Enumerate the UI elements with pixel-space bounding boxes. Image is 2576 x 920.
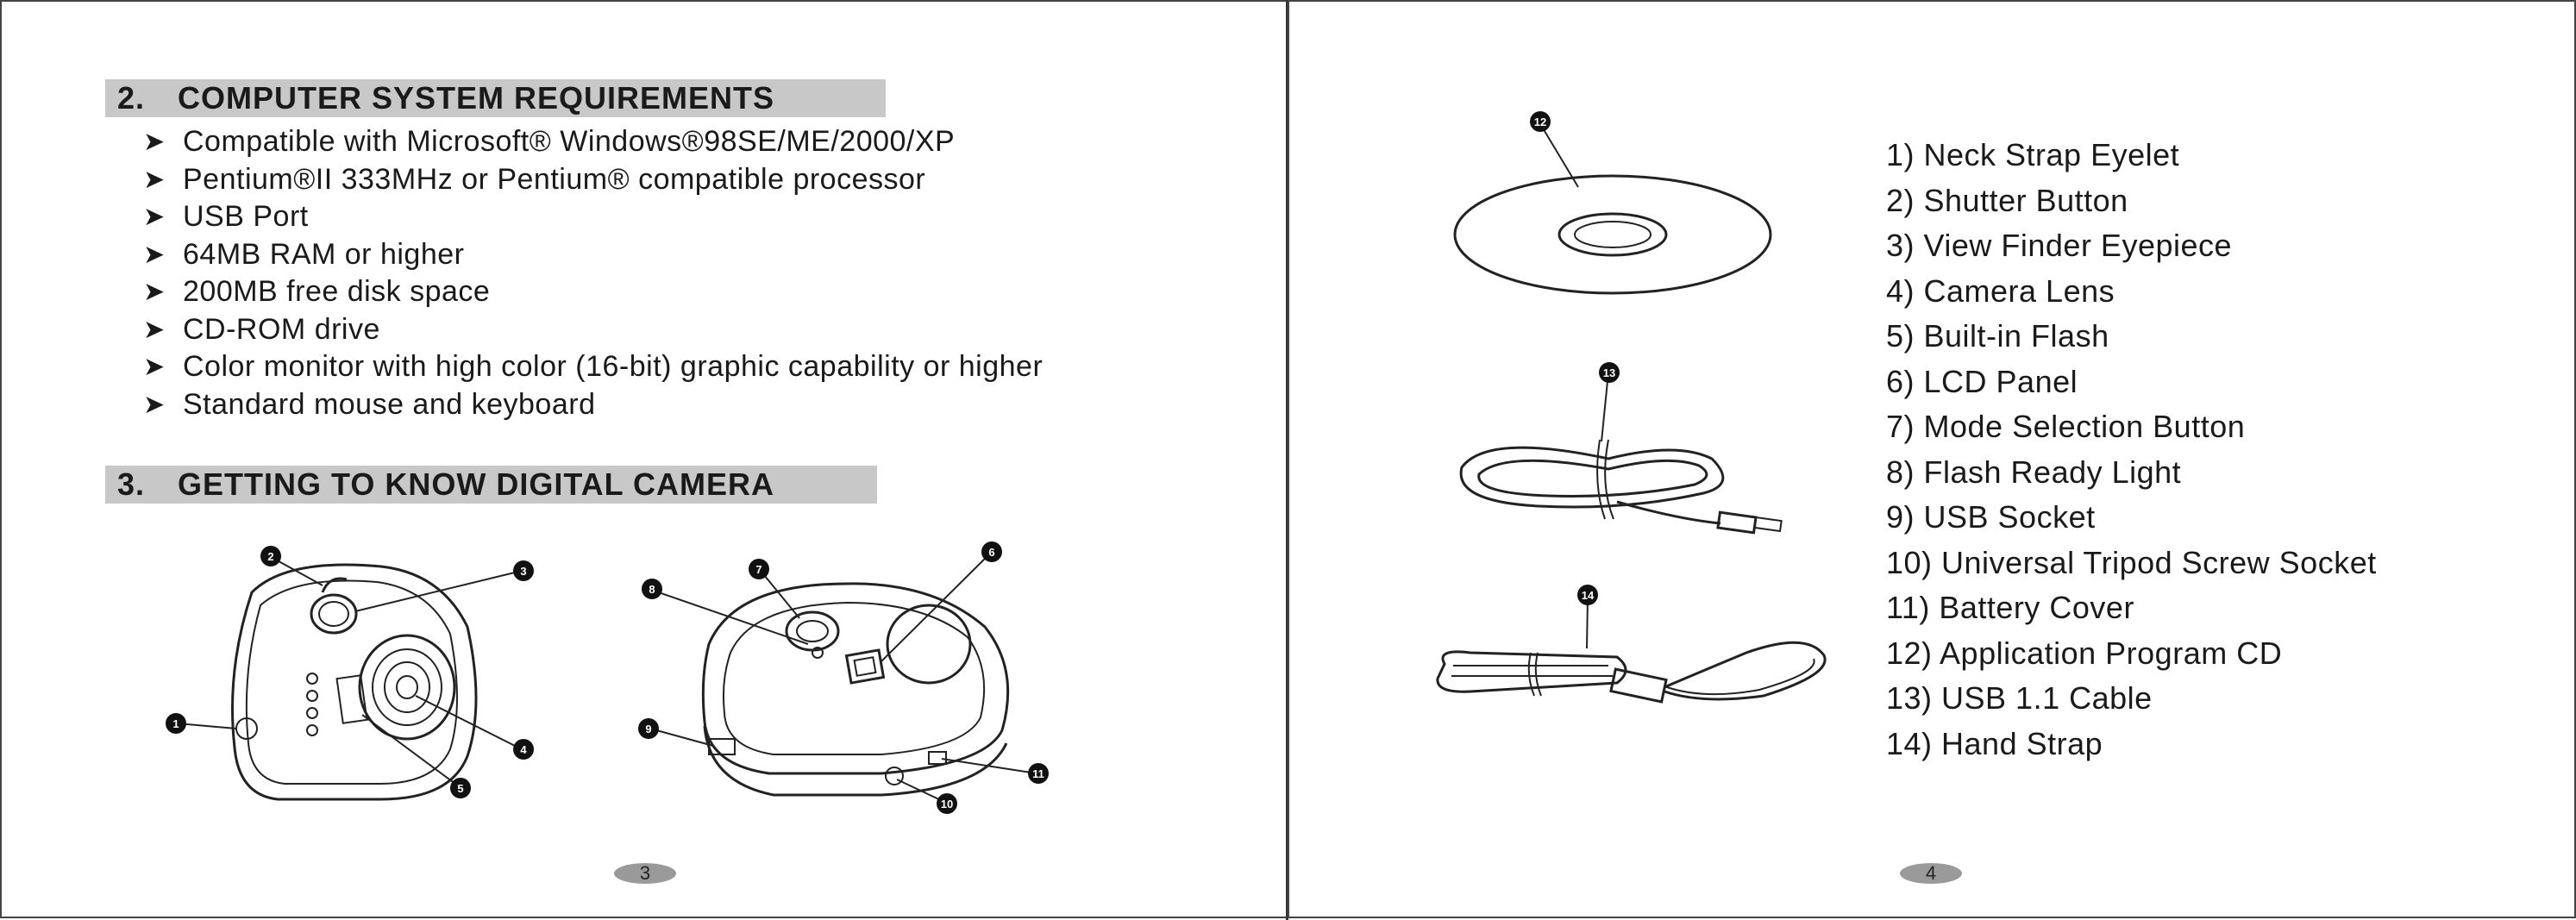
callout-marker-7: 7	[749, 559, 769, 579]
svg-text:13: 13	[1603, 366, 1615, 379]
list-item: ➤ Standard mouse and keyboard	[140, 386, 1043, 424]
page-gutter	[1286, 0, 1288, 920]
svg-text:10: 10	[941, 798, 953, 810]
list-item: 12) Application Program CD	[1886, 635, 2283, 671]
list-item: ➤ Color monitor with high color (16-bit) …	[140, 348, 1043, 386]
parts-list: 1) Neck Strap Eyelet 2) Shutter Button 3…	[1886, 133, 2377, 767]
list-item: ➤ 200MB free disk space	[140, 273, 1043, 311]
arrowhead-bullet-icon: ➤	[143, 315, 166, 344]
section-2-title: COMPUTER SYSTEM REQUIREMENTS	[178, 80, 775, 116]
section-3-header: 3. GETTING TO KNOW DIGITAL CAMERA	[105, 466, 877, 504]
callout-marker-5: 5	[450, 778, 471, 798]
arrowhead-bullet-icon: ➤	[143, 278, 166, 306]
svg-text:7: 7	[755, 563, 762, 576]
list-item-text: Compatible with Microsoft® Windows®98SE/…	[183, 125, 956, 158]
svg-text:5: 5	[457, 782, 463, 795]
page-number: 4	[1900, 863, 1962, 884]
svg-text:12: 12	[1534, 116, 1546, 128]
list-item: 8) Flash Ready Light	[1886, 454, 2182, 490]
svg-text:4: 4	[520, 743, 527, 756]
svg-text:14: 14	[1582, 589, 1595, 602]
list-item: 14) Hand Strap	[1886, 725, 2103, 761]
callout-marker-9: 9	[638, 718, 659, 739]
camera-back-illustration: 7 8 6 9 10 11	[638, 541, 1049, 814]
svg-text:9: 9	[645, 723, 651, 735]
list-item: 5) Built-in Flash	[1886, 318, 2109, 354]
list-item: ➤ Compatible with Microsoft® Windows®98SE…	[140, 123, 1043, 161]
callout-marker-6: 6	[981, 541, 1002, 562]
svg-text:3: 3	[520, 565, 526, 578]
list-item: 2) Shutter Button	[1886, 182, 2128, 218]
arrowhead-bullet-icon: ➤	[143, 128, 166, 156]
section-3-title: GETTING TO KNOW DIGITAL CAMERA	[178, 466, 774, 502]
arrowhead-bullet-icon: ➤	[143, 390, 166, 419]
svg-text:6: 6	[988, 546, 994, 559]
list-item: ➤ 64MB RAM or higher	[140, 236, 1043, 274]
section-2-number: 2.	[117, 80, 146, 116]
callout-marker-3: 3	[513, 560, 534, 581]
list-item-text: Color monitor with high color (16-bit) g…	[183, 350, 1044, 383]
section-2-header: 2. COMPUTER SYSTEM REQUIREMENTS	[105, 79, 886, 117]
right-page: 12 13 14 1) Neck Str	[1288, 0, 2576, 918]
page-number: 3	[614, 863, 676, 884]
list-item: 1) Neck Strap Eyelet	[1886, 137, 2180, 172]
camera-front-illustration: 1 2 3 4 5	[166, 546, 534, 801]
callout-marker-14: 14	[1577, 585, 1598, 605]
list-item: 11) Battery Cover	[1886, 590, 2134, 625]
svg-text:8: 8	[649, 583, 655, 596]
svg-text:1: 1	[172, 717, 179, 730]
section-3-number: 3.	[117, 466, 146, 502]
list-item: 7) Mode Selection Button	[1886, 409, 2246, 444]
hand-strap-illustration: 14	[1436, 585, 1827, 704]
arrowhead-bullet-icon: ➤	[143, 240, 166, 269]
list-item: 9) USB Socket	[1886, 499, 2096, 535]
svg-text:11: 11	[1032, 767, 1044, 780]
list-item: ➤ CD-ROM drive	[140, 311, 1043, 349]
arrowhead-bullet-icon: ➤	[143, 353, 166, 381]
list-item-text: USB Port	[183, 200, 309, 233]
arrowhead-bullet-icon: ➤	[143, 203, 166, 231]
list-item: 4) Camera Lens	[1886, 272, 2115, 309]
callout-marker-13: 13	[1599, 362, 1620, 383]
list-item-text: Pentium®II 333MHz or Pentium® compatible…	[183, 162, 926, 196]
callout-marker-2: 2	[260, 546, 281, 566]
callout-marker-8: 8	[642, 579, 662, 599]
list-item: ➤ USB Port	[140, 198, 1043, 236]
list-item: 6) LCD Panel	[1886, 363, 2078, 399]
arrowhead-bullet-icon: ➤	[143, 165, 166, 194]
list-item-text: Standard mouse and keyboard	[183, 387, 596, 421]
list-item-text: 64MB RAM or higher	[183, 237, 465, 271]
usb-cable-illustration: 13	[1459, 362, 1783, 535]
list-item: 10) Universal Tripod Screw Socket	[1886, 544, 2377, 580]
left-page: 2. COMPUTER SYSTEM REQUIREMENTS ➤ Compatib…	[0, 0, 1288, 918]
cd-illustration: 12	[1453, 111, 1772, 295]
callout-marker-1: 1	[166, 713, 186, 734]
svg-text:2: 2	[267, 550, 273, 563]
list-item-text: CD-ROM drive	[183, 312, 380, 346]
callout-marker-11: 11	[1028, 763, 1049, 784]
callout-marker-12: 12	[1530, 111, 1551, 132]
list-item: 13) USB 1.1 Cable	[1886, 680, 2153, 716]
callout-marker-10: 10	[937, 793, 957, 814]
list-item: 3) View Finder Eyepiece	[1886, 228, 2233, 263]
list-item: ➤ Pentium®II 333MHz or Pentium® compatibl…	[140, 161, 1043, 199]
callout-marker-4: 4	[513, 739, 534, 760]
list-item-text: 200MB free disk space	[183, 275, 491, 308]
requirements-list: ➤ Compatible with Microsoft® Windows®98SE…	[140, 123, 1043, 423]
